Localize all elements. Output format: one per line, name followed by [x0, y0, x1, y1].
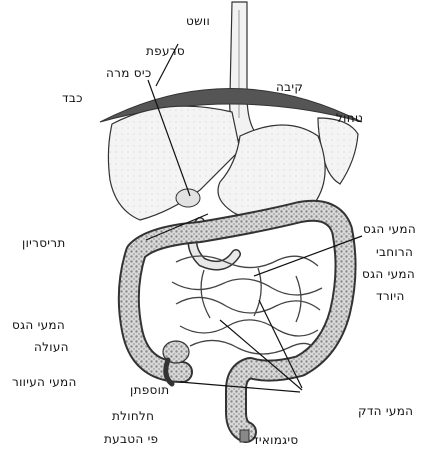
- label-stomach: קיבה: [276, 80, 303, 94]
- label-ascending-colon-line2: העולה: [34, 340, 69, 354]
- label-ascending-colon-line1: המעי הגס: [12, 318, 65, 332]
- label-descending-colon-line1: המעי הגס: [362, 267, 415, 281]
- label-anus: פי הטבעת: [104, 432, 158, 446]
- anus-shape: [240, 430, 249, 442]
- liver-shape: [108, 106, 240, 220]
- label-cecum: המעי העיוור: [12, 375, 77, 389]
- label-duodenum: תריסריון: [22, 236, 66, 250]
- small-intestine-shape: [172, 256, 322, 354]
- label-diaphragm: סרעפת: [146, 44, 185, 58]
- label-transverse-colon-line2: הרוחבי: [376, 245, 413, 259]
- label-small-intestine: המעי הדק: [358, 404, 413, 418]
- label-transverse-colon-line1: המעי הגס: [363, 222, 416, 236]
- label-sigmoid: סיגמואיד: [252, 433, 299, 447]
- label-rectum: חלחולת: [112, 409, 154, 423]
- label-gallbladder: כיס מרה: [106, 66, 152, 80]
- label-appendix: תוספתן: [130, 383, 169, 397]
- label-descending-colon-line2: היורד: [376, 289, 405, 303]
- label-spleen: טחול: [336, 111, 363, 125]
- label-liver: כבד: [62, 91, 83, 105]
- label-esophagus: וושט: [186, 14, 210, 28]
